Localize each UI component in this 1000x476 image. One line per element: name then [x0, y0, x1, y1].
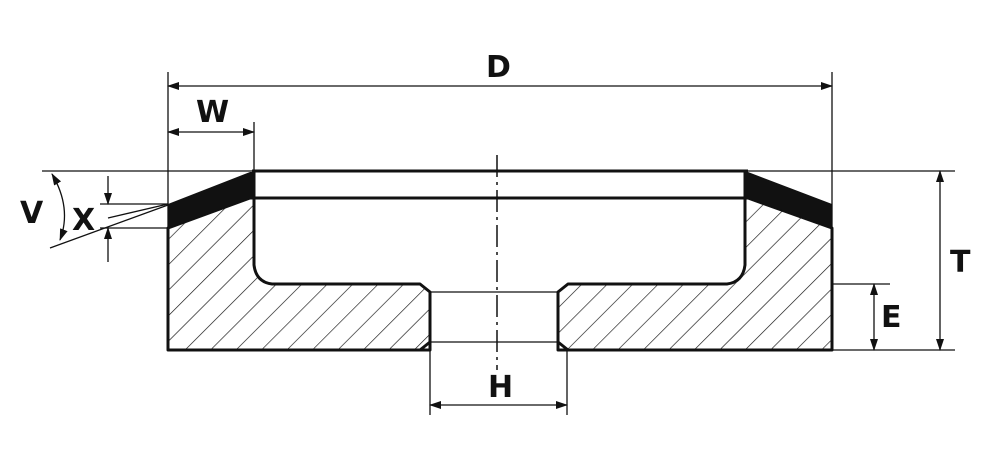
- label-t: T: [950, 245, 971, 280]
- abrasive-layer-left: [168, 172, 254, 228]
- label-x: X: [72, 203, 95, 238]
- label-w: W: [196, 95, 229, 130]
- ext-line-x-slope: [107, 203, 169, 219]
- body-section-left: [166, 196, 432, 352]
- bore-chamfer-bottom: [419, 340, 431, 352]
- ext-line-v-slope: [49, 204, 169, 249]
- bore-chamfer-bottom-right: [557, 340, 569, 352]
- body-section-right: [556, 196, 834, 352]
- abrasive-layer-right: [745, 172, 832, 228]
- label-v: V: [20, 196, 44, 231]
- label-e: E: [881, 300, 902, 335]
- dim-arc-v: [51, 173, 68, 241]
- label-h: H: [488, 370, 513, 405]
- label-d: D: [486, 50, 511, 85]
